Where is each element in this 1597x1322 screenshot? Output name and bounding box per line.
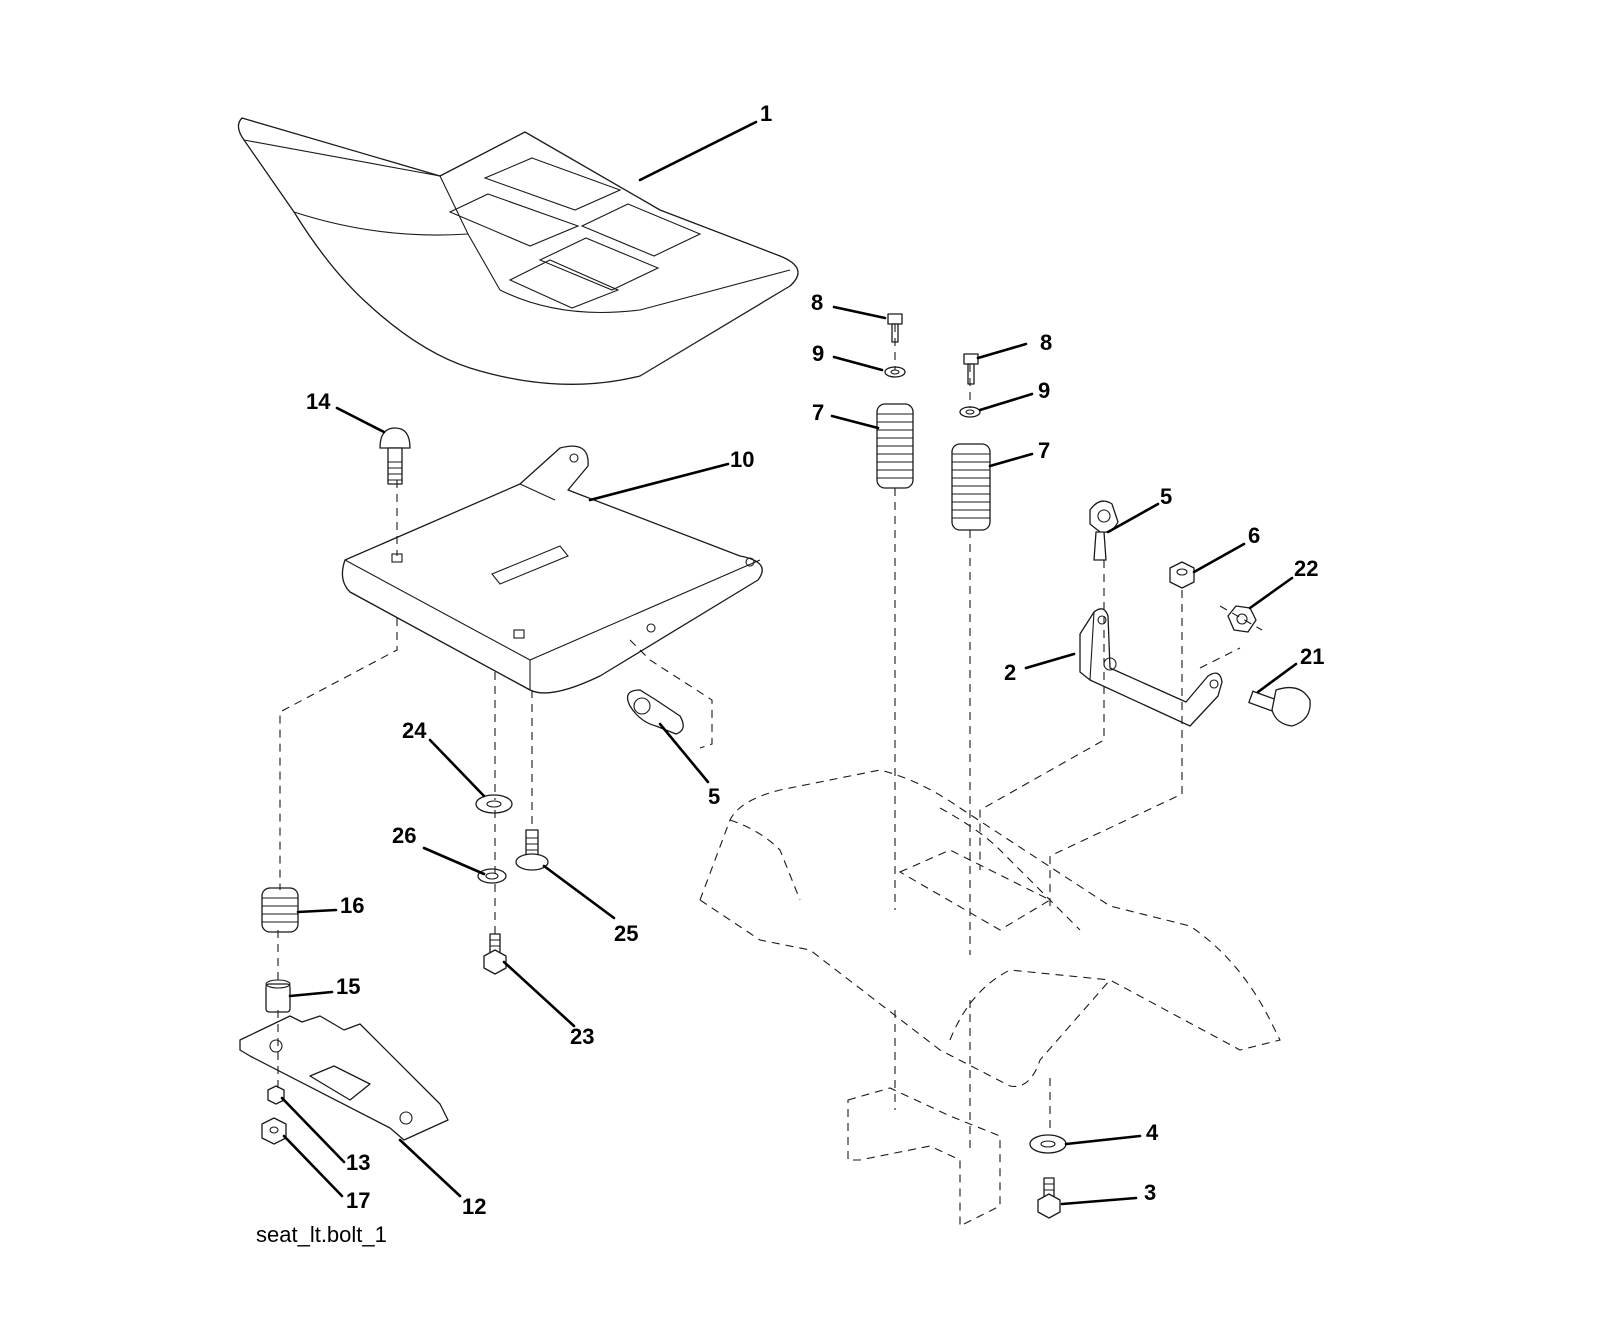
callout-5-upper: 5 xyxy=(1160,484,1172,509)
flange-nut-17 xyxy=(261,1117,287,1145)
flat-washer-4 xyxy=(1029,1134,1067,1154)
nut-13 xyxy=(267,1085,285,1105)
callout-1: 1 xyxy=(760,101,772,126)
coil-spring-16 xyxy=(261,887,299,933)
flat-washer-24 xyxy=(475,794,513,814)
shoulder-bolt xyxy=(1248,686,1311,727)
assembly-lines xyxy=(277,324,1263,1150)
seat-pan xyxy=(341,445,763,694)
callout-25: 25 xyxy=(614,921,638,946)
frame-bracket-outline xyxy=(847,1087,1001,1227)
spring-assembly-right xyxy=(951,353,991,531)
fender-outline xyxy=(699,769,1281,1088)
callout-12: 12 xyxy=(462,1194,486,1219)
callout-13: 13 xyxy=(346,1150,370,1175)
callout-14: 14 xyxy=(306,389,331,414)
callout-7-right: 7 xyxy=(1038,438,1050,463)
spring-assembly-left xyxy=(876,313,914,489)
spacer-15 xyxy=(265,979,291,1013)
callout-22: 22 xyxy=(1294,556,1318,581)
leader-lines xyxy=(280,120,1298,1206)
callout-9-right: 9 xyxy=(1038,378,1050,403)
callout-3: 3 xyxy=(1144,1180,1156,1205)
callout-8-left: 8 xyxy=(811,290,823,315)
adjustment-knob-lower xyxy=(626,689,684,735)
callout-26: 26 xyxy=(392,823,416,848)
callout-17: 17 xyxy=(346,1188,370,1213)
callout-21: 21 xyxy=(1300,644,1324,669)
callout-9-left: 9 xyxy=(812,341,824,366)
callout-23: 23 xyxy=(570,1024,594,1049)
callout-5-lower: 5 xyxy=(708,784,720,809)
callout-15: 15 xyxy=(336,974,360,999)
callout-2: 2 xyxy=(1004,660,1016,685)
carriage-bolt xyxy=(379,427,411,485)
callout-8-right: 8 xyxy=(1040,330,1052,355)
callout-24: 24 xyxy=(402,718,427,743)
callout-10: 10 xyxy=(730,447,754,472)
callout-labels: 1 14 10 8 9 7 8 9 7 5 6 22 2 21 24 5 26 … xyxy=(256,101,1324,1247)
callout-4: 4 xyxy=(1146,1120,1159,1145)
hex-bolt-3 xyxy=(1037,1177,1061,1219)
callout-16: 16 xyxy=(340,893,364,918)
seat-cushion xyxy=(237,117,799,385)
hex-nut xyxy=(1169,561,1195,589)
lock-washer-26 xyxy=(477,868,507,884)
diagram-filename: seat_lt.bolt_1 xyxy=(256,1222,387,1247)
flange-nut xyxy=(1227,605,1257,633)
callout-6: 6 xyxy=(1248,523,1260,548)
hex-bolt-23 xyxy=(483,933,507,975)
seat-mount-plate xyxy=(239,1015,449,1141)
shoulder-screw-25 xyxy=(515,829,549,871)
callout-7-left: 7 xyxy=(812,400,824,425)
adjustment-knob-upper xyxy=(1089,500,1119,561)
